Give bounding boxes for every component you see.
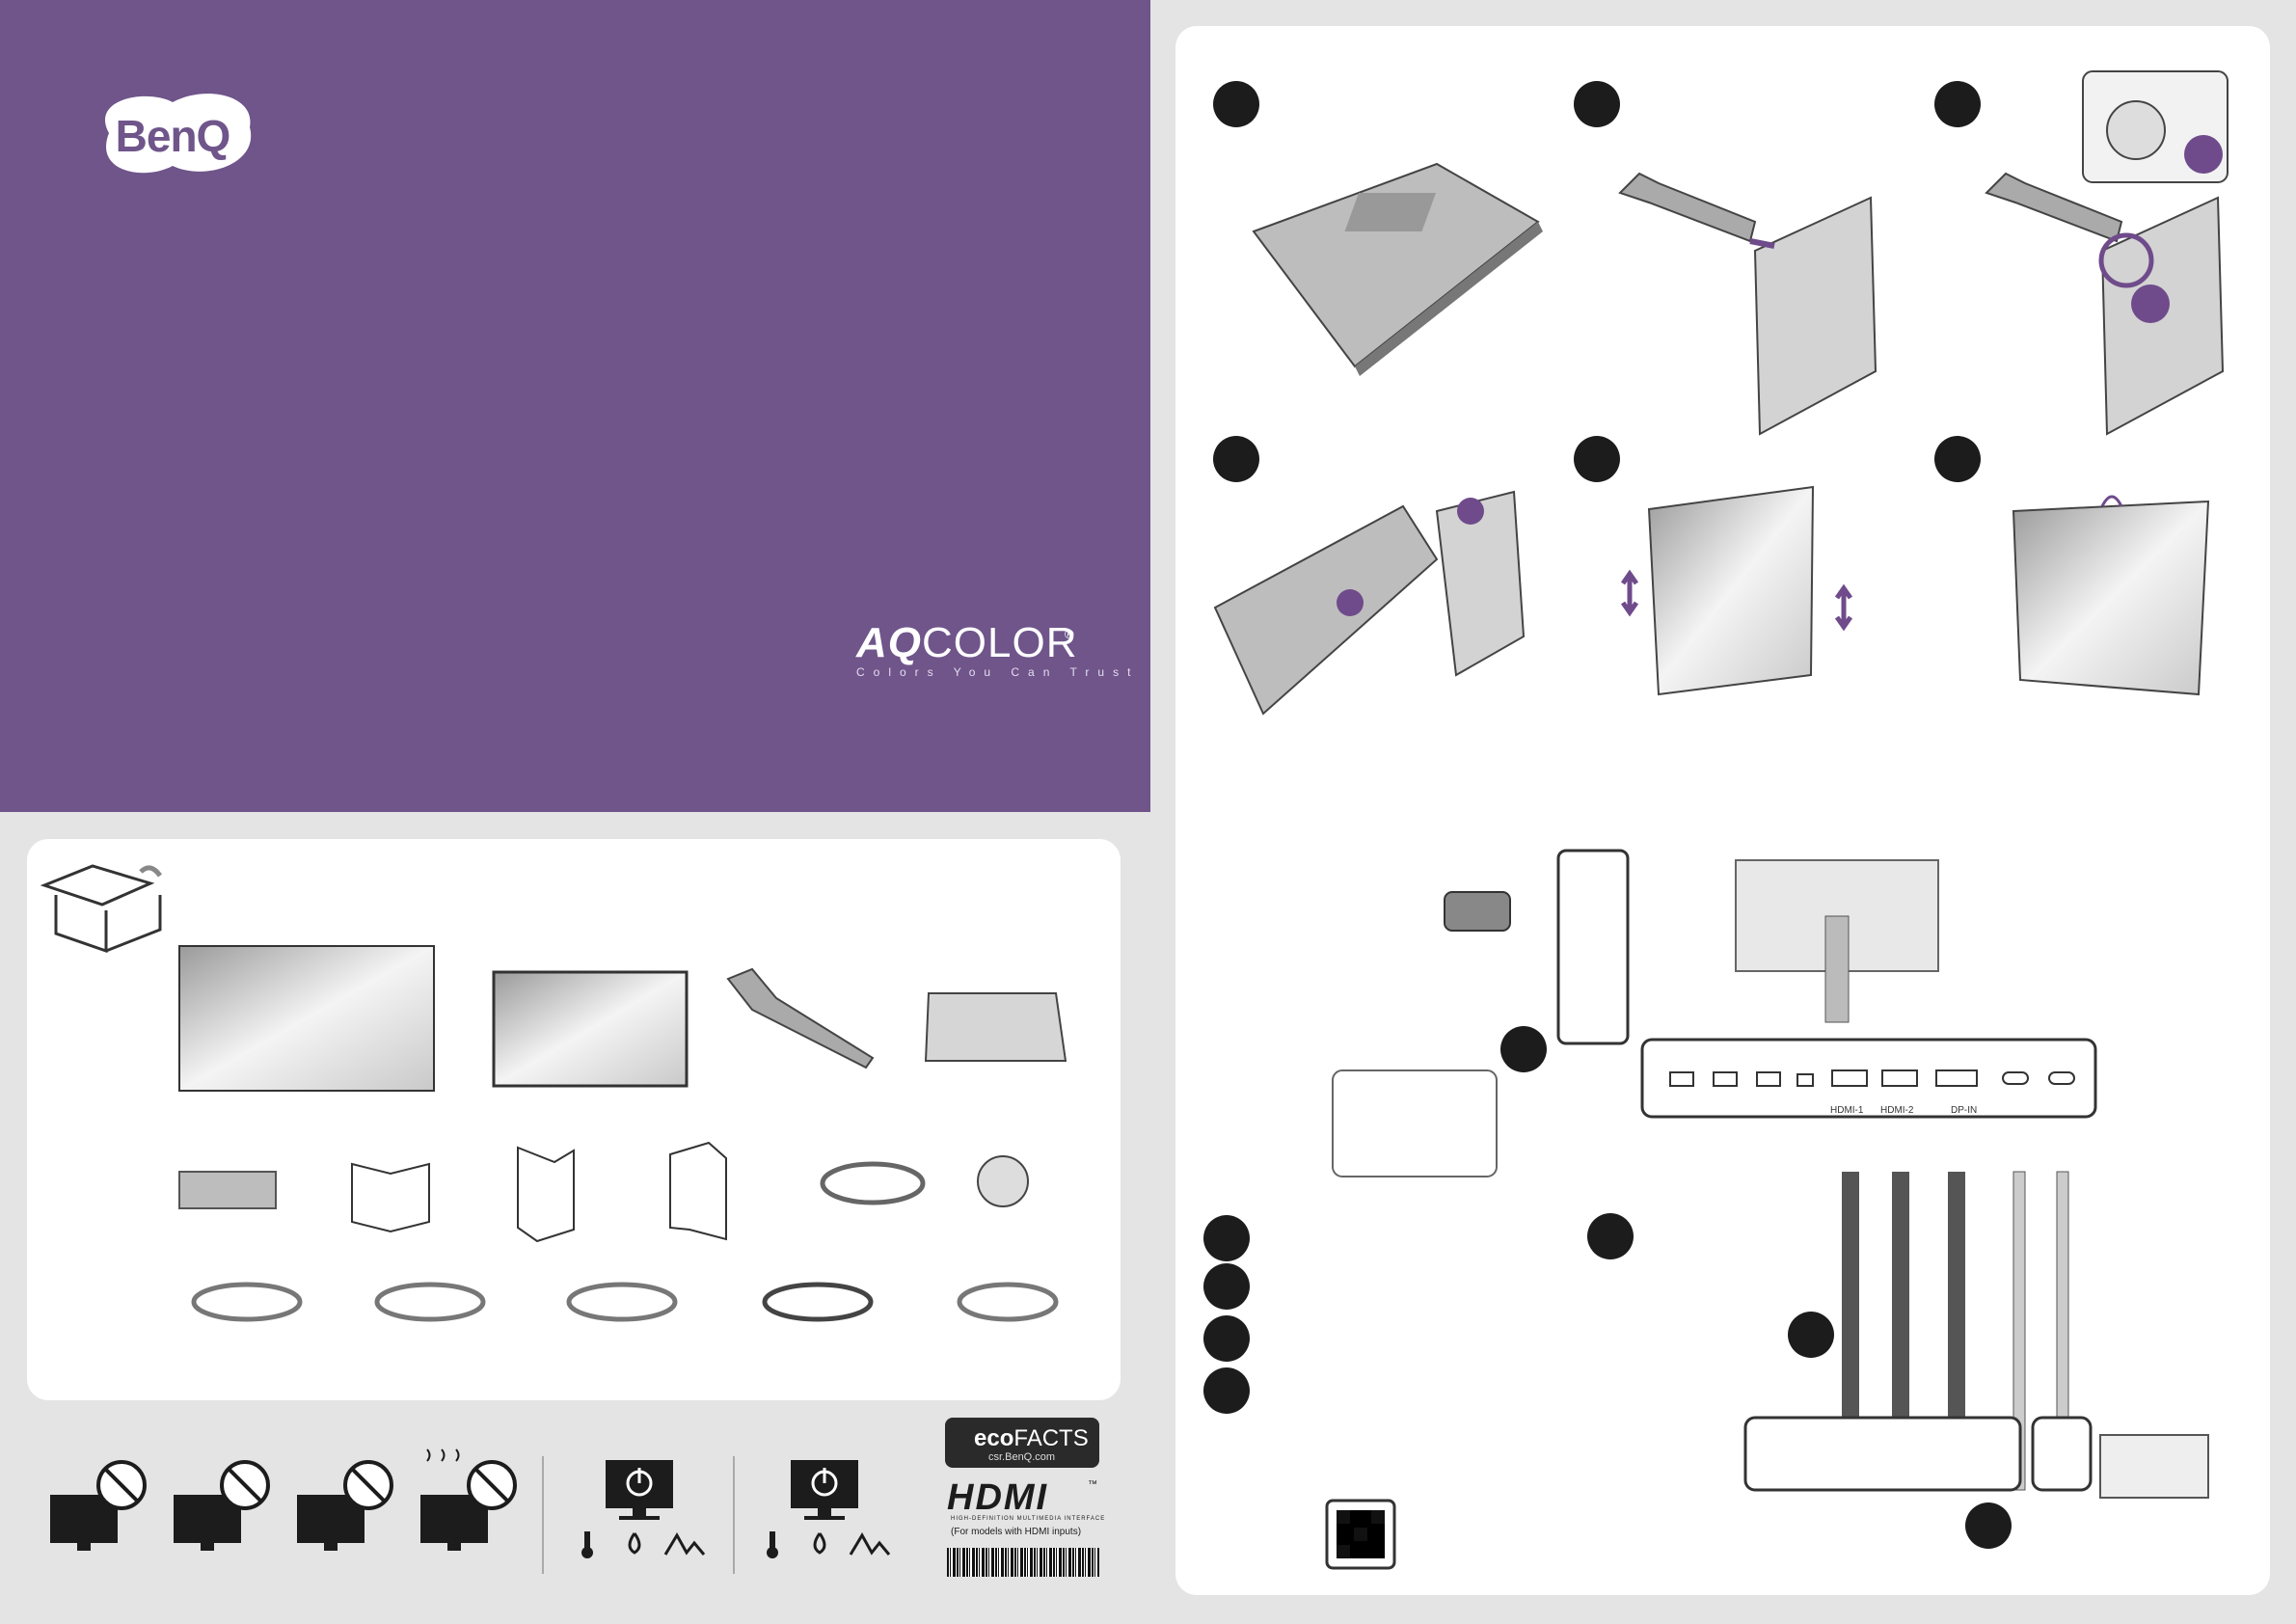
droplet-icon — [628, 1532, 641, 1555]
step-marker-4 — [1213, 436, 1259, 482]
cover-panel: BenQ AQCOLOR ® Colors You Can Trust — [0, 0, 1150, 812]
mountain-icon — [849, 1532, 891, 1556]
hotkey-puck — [977, 1155, 1029, 1207]
step-marker-peripherals — [1587, 1213, 1634, 1259]
usb-drive — [1444, 891, 1511, 932]
step-marker-5 — [1574, 436, 1620, 482]
safety-warning-icons — [50, 1448, 517, 1551]
stand-base — [924, 992, 1067, 1062]
ecofacts-badge — [945, 1418, 1099, 1468]
hdmi-trademark: ™ — [1088, 1479, 1097, 1490]
ecofacts-url: csr.BenQ.com — [988, 1451, 1056, 1463]
side-io-panel — [1556, 849, 1630, 1045]
pc-io-panel — [1743, 1416, 2022, 1492]
cable-hdmi-1 — [1842, 1172, 1859, 1490]
step-4-illustration — [1213, 490, 1526, 716]
step-marker-side — [1500, 1026, 1547, 1072]
port-label-hdmi-2: HDMI-2 — [1880, 1105, 1914, 1116]
step-2-illustration — [1618, 172, 1877, 436]
step-6-illustration — [2012, 495, 2210, 696]
step-marker-cables — [1788, 1312, 1834, 1358]
ecofacts-title: ecoFACTS — [974, 1425, 1089, 1451]
usb-cable — [191, 1282, 303, 1322]
step-marker-pc — [1965, 1502, 2012, 1549]
list-marker-4 — [1203, 1367, 1250, 1414]
monitor-stand-neck — [1824, 915, 1850, 1023]
open-box-icon — [40, 864, 163, 953]
cable-usb-c-1 — [2012, 1171, 2026, 1491]
port-label-dp-in: DP-IN — [1951, 1105, 1978, 1116]
audio-devices-box — [1332, 1069, 1498, 1177]
no-fire-icon — [174, 1460, 270, 1551]
power-cord — [820, 1161, 926, 1205]
quick-start-guide — [351, 1162, 430, 1233]
benq-logo-shape — [104, 94, 252, 174]
no-water-icon — [50, 1460, 147, 1551]
assembly-illustrations — [1213, 70, 2228, 716]
step-5-illustration — [1620, 485, 1853, 696]
divider — [542, 1456, 544, 1574]
usb-c-cable — [957, 1282, 1059, 1322]
rear-io-panel — [1640, 1038, 2097, 1119]
usb-b-cable — [374, 1282, 486, 1322]
step-marker-3 — [1934, 81, 1981, 127]
hdmi-logo: HDMI — [947, 1477, 1049, 1518]
port-label-hdmi-1: HDMI-1 — [1830, 1105, 1864, 1116]
hdmi-note: (For models with HDMI inputs) — [951, 1527, 1082, 1537]
stand-arm — [726, 967, 875, 1069]
benq-logo-text: BenQ — [115, 111, 231, 161]
thermometer-icon — [770, 1531, 775, 1551]
cable-cover — [178, 1171, 277, 1209]
mountain-icon — [663, 1532, 706, 1556]
storage-conditions-icons — [767, 1460, 891, 1558]
no-tools-icon — [297, 1460, 393, 1551]
droplet-icon — [813, 1532, 826, 1555]
dp-cable — [762, 1282, 874, 1322]
step-3-illustration — [1985, 70, 2228, 436]
connection-diagram — [1325, 849, 2209, 1570]
step-marker-2 — [1574, 81, 1620, 127]
divider — [733, 1456, 735, 1574]
registered-mark: ® — [1065, 627, 1074, 641]
thermometer-icon — [584, 1531, 590, 1551]
hdmi-subtitle: HIGH-DEFINITION MULTIMEDIA INTERFACE — [951, 1516, 1106, 1522]
barcode — [947, 1548, 1099, 1577]
booklet-2 — [669, 1141, 727, 1241]
list-marker-2 — [1203, 1263, 1250, 1310]
step-marker-6 — [1934, 436, 1981, 482]
step-1-illustration — [1252, 162, 1543, 376]
list-marker-1 — [1203, 1215, 1250, 1261]
list-marker-3 — [1203, 1315, 1250, 1362]
step-marker-1 — [1213, 81, 1259, 127]
monitor-front — [492, 970, 689, 1088]
booklet-1 — [517, 1146, 575, 1243]
second-monitor — [2099, 1434, 2209, 1499]
monitor-back — [178, 945, 435, 1092]
aqcolor-tagline: Colors You Can Trust — [856, 665, 1140, 679]
qr-code-icon — [1325, 1499, 1396, 1570]
box-contents-items — [178, 945, 1067, 1322]
cable-dp — [1948, 1172, 1965, 1490]
operating-conditions-icons — [581, 1460, 706, 1558]
laptop-io-panel — [2031, 1416, 2093, 1492]
cable-hdmi-2 — [1892, 1172, 1909, 1490]
aqcolor-logo: AQCOLOR — [856, 619, 1078, 666]
no-heat-icon — [420, 1448, 517, 1551]
hdmi-cable — [566, 1282, 678, 1322]
